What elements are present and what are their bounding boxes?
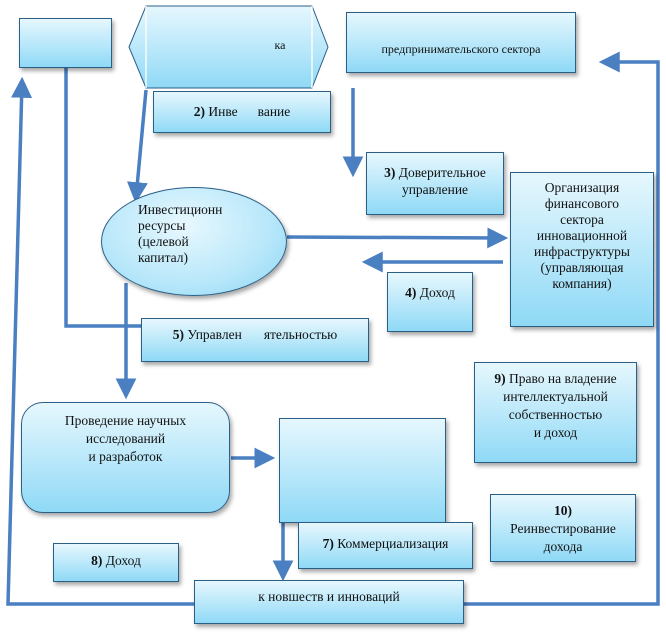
box-4-num: 4) <box>405 285 417 300</box>
box-2-text2: вание <box>257 104 291 119</box>
box-3-text2: управление <box>401 182 469 197</box>
box-7-num: 7) <box>322 536 334 551</box>
arrow-banner-to-resources <box>126 89 148 204</box>
box-9-text: Право на владение <box>508 371 617 386</box>
res-line-3: (целевой <box>138 234 189 249</box>
box-4-income: 4) Доход <box>387 272 473 332</box>
rnd-line-2: исследований <box>85 431 166 446</box>
box-3-trust-management: 3) Доверительное управление <box>366 152 504 215</box>
org-line-5: инфраструктуры <box>534 244 630 259</box>
box-7-commercialization: 7) Коммерциализация <box>298 522 473 569</box>
arrow-left-to-box5 <box>64 68 152 328</box>
box-7-text: Коммерциализация <box>337 536 449 551</box>
box-9-line3: собственностью <box>508 407 603 422</box>
research-box: Проведение научных исследований и разраб… <box>21 402 230 513</box>
org-line-7: компания) <box>552 276 612 291</box>
box-10-line2: дохода <box>543 539 583 554</box>
res-line-2: ресурсы <box>138 218 186 233</box>
res-line-1: Инвестиционн <box>138 202 223 217</box>
box-9-line2: интеллектуальной <box>503 389 608 404</box>
org-line-4: инновационной <box>536 228 628 243</box>
box-10-num: 10) <box>554 503 572 518</box>
arrow-bottom-loop-right <box>464 51 660 606</box>
box-10-reinvestment: 10) Реинвестирование дохода <box>490 494 636 562</box>
box-2-num: 2) <box>193 104 205 119</box>
box-9-num: 9) <box>494 371 506 386</box>
bottom-box: к новшеств и инноваций <box>194 580 464 624</box>
box-8-income: 8) Доход <box>53 543 179 582</box>
bottom-box-label: к новшеств и инноваций <box>258 589 400 604</box>
box-5-num: 5) <box>172 327 184 342</box>
resources-ellipse: Инвестиционн ресурсы (целевой капитал) <box>101 187 287 296</box>
box-8-text: Доход <box>105 553 141 568</box>
rnd-line-3: и разработок <box>88 449 163 464</box>
arrow-resources-to-org <box>286 227 509 249</box>
rnd-line-1: Проведение научных <box>64 413 187 428</box>
box-2-text: Инве <box>208 104 238 119</box>
top-left-box <box>19 18 112 68</box>
box-5-text: Управлен <box>187 327 242 342</box>
org-line-6: (управляющая <box>540 260 624 275</box>
box-5-text2: ятельностью <box>263 327 338 342</box>
arrow-bottom-loop-left <box>6 76 194 606</box>
box-2-investment: 2) Инве вание <box>153 91 331 133</box>
top-right-box: предпринимательского сектора <box>346 12 576 73</box>
result-box <box>279 418 446 523</box>
box-9-ip-rights: 9) Право на владение интеллектуальной со… <box>474 362 637 463</box>
org-line-1: Организация <box>544 180 620 195</box>
box-8-num: 8) <box>91 553 103 568</box>
box-4-text: Доход <box>419 285 455 300</box>
box-10-line1: Реинвестирование <box>510 521 616 536</box>
box-3-num: 3) <box>384 165 396 180</box>
org-box: Организация финансового сектора инноваци… <box>510 172 654 327</box>
banner-text: ка <box>274 38 286 52</box>
box-9-line4: и доход <box>533 425 578 440</box>
box-3-text: Доверительное <box>398 165 486 180</box>
org-line-3: сектора <box>560 212 604 227</box>
box-5-management: 5) Управлен ятельностью <box>141 318 369 362</box>
res-line-4: капитал) <box>138 250 189 265</box>
org-line-2: финансового <box>544 196 620 211</box>
banner-double-arrow <box>128 5 329 89</box>
top-right-box-label: предпринимательского сектора <box>381 42 541 56</box>
